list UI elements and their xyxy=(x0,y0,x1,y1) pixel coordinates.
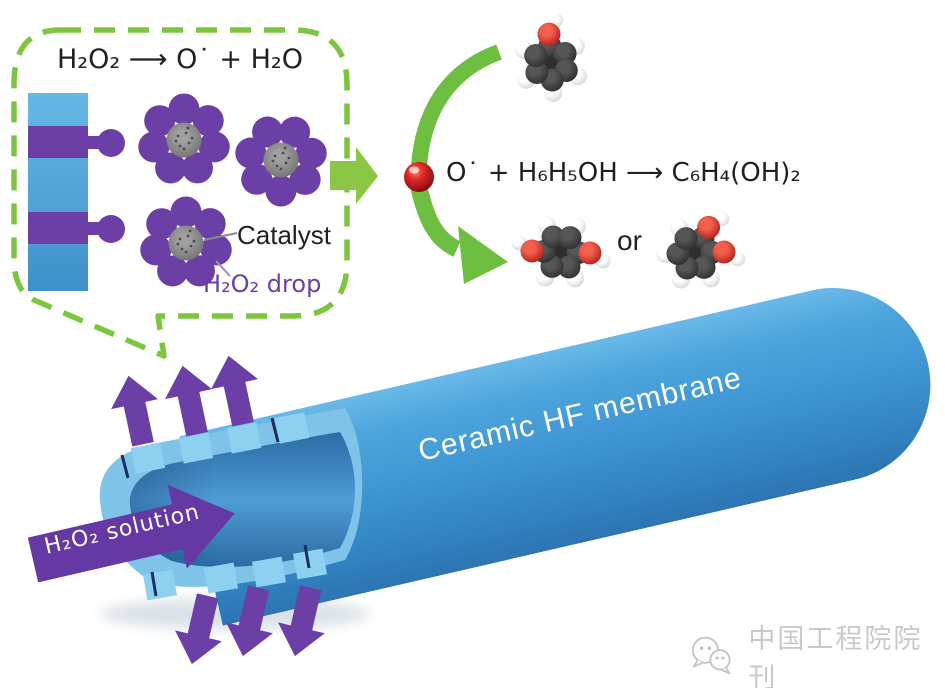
h2o2-drop-label: H₂O₂ drop xyxy=(203,270,322,298)
radical-arc-down xyxy=(410,185,461,257)
feed-flow-arrow xyxy=(27,484,235,583)
ceramic-membrane-tube xyxy=(179,288,931,626)
radical-arc-arrowhead xyxy=(458,226,508,284)
watermark-text: 中国工程院院刊 xyxy=(748,624,923,688)
or-label: or xyxy=(617,225,642,256)
permeate-arrows-down xyxy=(168,582,335,670)
oxidation-equation: O˙ + H₆H₅OH ⟶ C₆H₄(OH)₂ xyxy=(446,158,801,188)
sphere-highlight xyxy=(409,166,419,174)
reaction-step-arrow xyxy=(330,147,378,204)
catalyst-pointer-line xyxy=(203,232,238,241)
radical-arc-up xyxy=(411,44,502,167)
phenol-molecule xyxy=(515,12,587,102)
decomposition-equation: H₂O₂ ⟶ O˙ + H₂O xyxy=(57,44,303,75)
pore-tick-marks xyxy=(120,417,311,597)
catalyst-droplet-clusters xyxy=(138,93,327,287)
catechol-molecule xyxy=(656,211,746,289)
watermark: 中国工程院院刊 xyxy=(688,617,945,688)
hydroquinone-molecule xyxy=(511,216,611,288)
drop-pointer-line xyxy=(215,260,231,277)
membrane-pore-notches xyxy=(130,412,328,601)
product-molecules xyxy=(511,12,746,289)
catalyst-label: Catalyst xyxy=(237,220,331,250)
oxygen-radical-sphere xyxy=(404,162,434,192)
membrane-wall-segment xyxy=(28,93,125,291)
callout-bubble-outline xyxy=(11,27,350,359)
wechat-logo-icon xyxy=(691,636,731,675)
